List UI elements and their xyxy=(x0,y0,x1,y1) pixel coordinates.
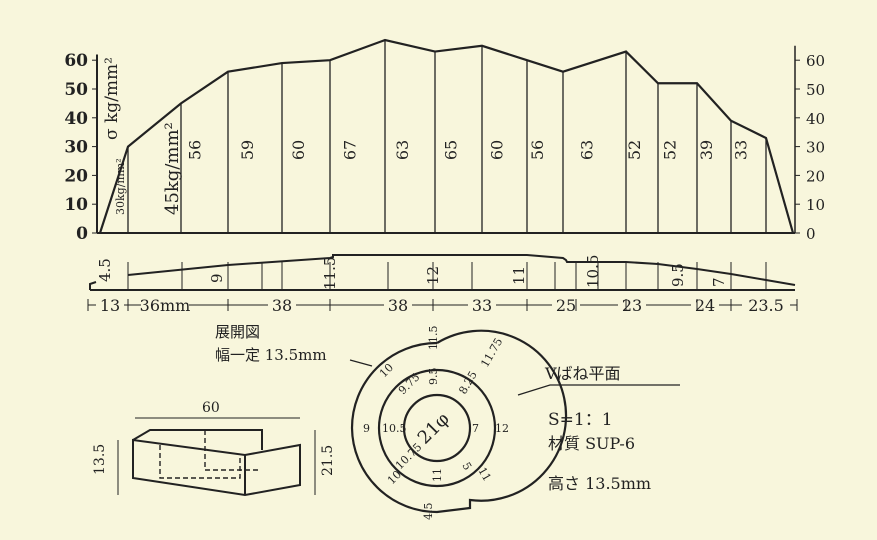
stress-value-label: 52 xyxy=(625,140,644,160)
thickness-label: 9.5 xyxy=(669,263,687,287)
y-axis-label: σ kg/mm² xyxy=(102,57,122,140)
y-tick-label-left: 30 xyxy=(64,138,88,158)
length-label: 33 xyxy=(472,296,492,315)
y-tick-label-right: 10 xyxy=(806,196,825,214)
thickness-label: 4.5 xyxy=(96,258,114,282)
leader-line xyxy=(349,359,373,367)
y-tick-label-right: 0 xyxy=(806,225,816,243)
y-tick-label-right: 60 xyxy=(806,52,825,70)
spiral-dimension-label: 21φ xyxy=(414,409,454,449)
length-label: 36mm xyxy=(140,296,191,315)
thickness-label: 10.5 xyxy=(584,255,602,288)
spiral-dimension-label: 9 xyxy=(363,422,370,435)
spiral-dimension-label: 11 xyxy=(475,465,493,484)
height-note: 高さ 13.5mm xyxy=(548,474,652,493)
thickness-label: 9 xyxy=(208,273,226,283)
thickness-label: 11.5 xyxy=(321,257,339,290)
y-tick-label-left: 60 xyxy=(64,51,88,71)
plan-label: Vばね平面 xyxy=(545,364,621,383)
stress-value-label: 56 xyxy=(186,140,205,160)
thickness-label: 11 xyxy=(510,266,528,285)
stress-chart: 0 0 10 10 20 20 30 30 40 40 50 50 60 60 σ kg/mm² 30kg/m… xyxy=(64,38,825,244)
width-note: 幅一定 13.5mm xyxy=(215,346,327,364)
spiral-dimension-label: 10.5 xyxy=(382,422,407,435)
stress-value-label: 59 xyxy=(238,140,257,160)
y-tick-label-right: 50 xyxy=(806,81,825,99)
iso-left-height-dim: 13.5 xyxy=(92,443,108,475)
thickness-label: 12 xyxy=(424,266,442,285)
stress-value-label: 39 xyxy=(697,140,716,160)
stress-value-label: 52 xyxy=(661,140,680,160)
y-tick-label-left: 10 xyxy=(64,195,88,215)
length-label: 23 xyxy=(622,296,642,315)
material-note: 材質 SUP-6 xyxy=(548,434,636,453)
thickness-profile: 4.5 9 11.5 12 11 10.5 9.5 7 13 36mm 38 38 33 25 23 24 23… xyxy=(87,254,798,315)
length-label: 13 xyxy=(100,296,120,315)
stress-value-label: 33 xyxy=(732,140,751,160)
stress-value-label: 63 xyxy=(578,140,597,160)
spiral-dimension-label: 9.5 xyxy=(427,368,440,386)
stress-value-label: 65 xyxy=(442,140,461,160)
y-tick-label-left: 20 xyxy=(64,166,88,186)
profile-top xyxy=(127,254,796,286)
stress-value-label: 67 xyxy=(341,140,360,160)
plan-leader-line xyxy=(517,384,680,396)
development-label: 展開図 xyxy=(215,323,261,341)
thickness-label: 7 xyxy=(710,277,728,287)
length-label: 38 xyxy=(388,296,408,315)
spiral-dimension-label: 11.75 xyxy=(478,336,505,370)
spiral-dimension-label: 9.75 xyxy=(396,371,423,398)
stress-value-label: 60 xyxy=(488,140,507,160)
spiral-dimension-label: 8.25 xyxy=(456,369,480,397)
isometric-view xyxy=(117,417,316,497)
spiral-dimension-label: 11.5 xyxy=(427,326,440,351)
y-tick-label-right: 20 xyxy=(806,167,825,185)
spiral-dimension-label: 12 xyxy=(495,422,509,435)
iso-right-height-dim: 21.5 xyxy=(320,444,336,476)
y-tick-label-right: 30 xyxy=(806,139,825,157)
length-label: 38 xyxy=(272,296,292,315)
length-label: 23.5 xyxy=(748,296,784,315)
scale-note: S=1：1 xyxy=(548,410,613,430)
spiral-dimension-label: 4.5 xyxy=(422,503,435,521)
length-label: 25 xyxy=(556,296,576,315)
stress-value-label: 30kg/mm² xyxy=(114,158,127,215)
y-tick-label-right: 40 xyxy=(806,110,825,128)
stress-value-label: 63 xyxy=(393,140,412,160)
inner-coil xyxy=(402,393,472,463)
y-tick-label-left: 0 xyxy=(76,224,88,244)
y-tick-label-left: 40 xyxy=(64,109,88,129)
y-tick-label-left: 50 xyxy=(64,80,88,100)
spiral-dimension-label: 7 xyxy=(472,422,479,435)
spiral-dimension-label: 11 xyxy=(431,468,444,482)
stress-value-label: 56 xyxy=(528,140,547,160)
length-label: 24 xyxy=(695,296,715,315)
spiral-dimension-label: 5 xyxy=(459,460,474,473)
outer-coil xyxy=(350,329,568,514)
iso-width-dim: 60 xyxy=(202,400,220,416)
stress-value-label: 60 xyxy=(289,140,308,160)
stress-value-label: 45kg/mm² xyxy=(162,122,183,215)
stress-line xyxy=(98,38,795,234)
middle-coil xyxy=(377,368,497,488)
